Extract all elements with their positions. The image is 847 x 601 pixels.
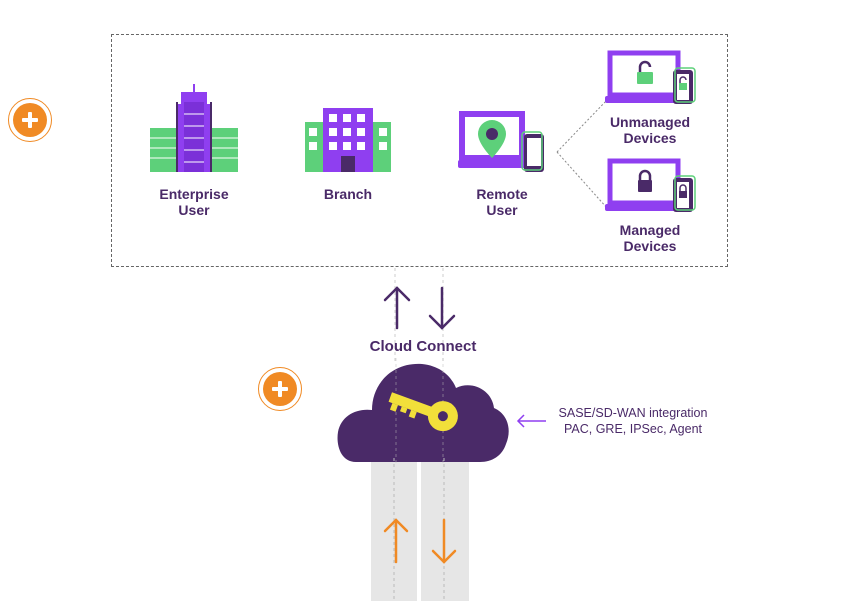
laptop-unlocked-icon xyxy=(605,50,696,104)
laptop-location-icon xyxy=(458,111,544,172)
integration-text: SASE/SD-WAN integration PAC, GRE, IPSec,… xyxy=(548,405,718,437)
enterprise-user-label: Enterprise User xyxy=(159,186,229,218)
laptop-locked-icon xyxy=(605,158,696,212)
branch-building-icon xyxy=(305,108,391,172)
integration-line-1: SASE/SD-WAN integration xyxy=(558,406,708,420)
device-connector xyxy=(556,99,608,209)
lower-traffic-arrows xyxy=(383,458,457,601)
locations-container xyxy=(111,34,728,267)
office-tower-icon xyxy=(150,84,238,172)
managed-devices-label: Managed Devices xyxy=(619,222,681,254)
integration-line-2: PAC, GRE, IPSec, Agent xyxy=(563,422,703,436)
cloud-connect-title: Cloud Connect xyxy=(369,338,477,355)
arrow-left-icon xyxy=(516,414,546,428)
plus-icon xyxy=(22,112,38,128)
unmanaged-devices-label: Unmanaged Devices xyxy=(609,114,691,146)
expand-cloud-button[interactable] xyxy=(258,367,302,411)
lane-left xyxy=(371,458,417,601)
remote-user-label: Remote User xyxy=(476,186,528,218)
plus-icon xyxy=(272,381,288,397)
upper-traffic-arrows xyxy=(383,268,456,364)
expand-locations-button[interactable] xyxy=(8,98,52,142)
cloud-key-icon xyxy=(337,358,509,464)
branch-label: Branch xyxy=(323,186,373,202)
